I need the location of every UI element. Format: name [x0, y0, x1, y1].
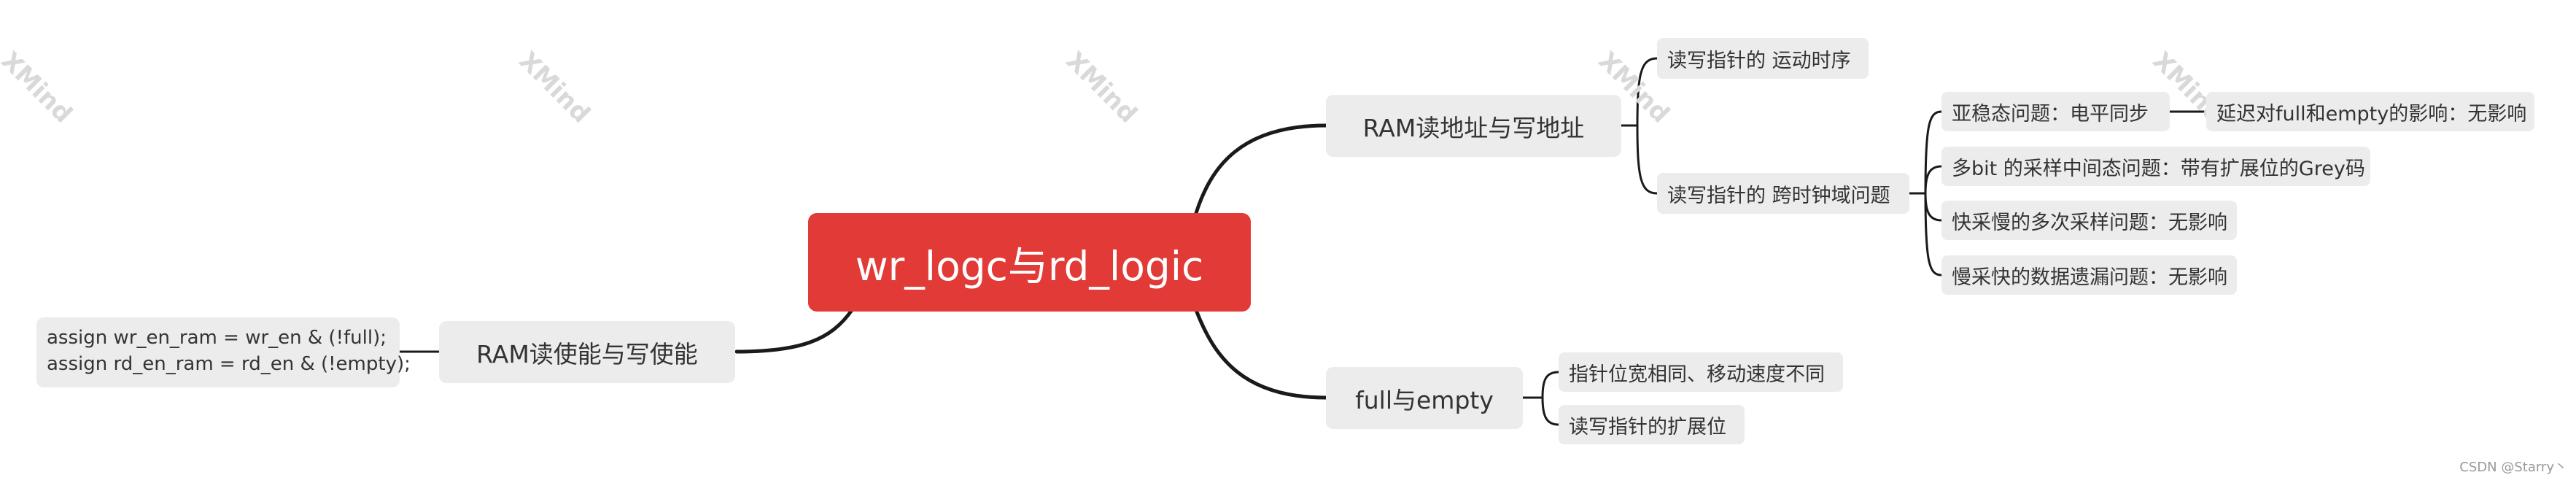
code-line-rd-en: assign rd_en_ram = rd_en & (!empty); — [47, 353, 411, 375]
topic-pointer-extension-bit[interactable]: 读写指针的扩展位 — [1559, 405, 1745, 444]
topic-grey-code[interactable]: 多bit 的采样中间态问题：带有扩展位的Grey码 — [1941, 147, 2370, 186]
topic-slow-sample-fast[interactable]: 慢采快的数据遗漏问题：无影响 — [1941, 255, 2237, 295]
connector-root-ram-enable — [734, 308, 854, 354]
code-note[interactable]: assign wr_en_ram = wr_en & (!full); assi… — [36, 317, 411, 387]
connector-addr-timing — [1636, 57, 1659, 127]
connector-cdc-item2 — [1924, 165, 1943, 195]
connector-cdc-item3 — [1924, 192, 1943, 222]
connector-cdc-item4 — [1924, 192, 1943, 277]
topic-pointer-width[interactable]: 指针位宽相同、移动速度不同 — [1559, 352, 1843, 392]
footer-credit: CSDN @Starry丶 — [2459, 460, 2567, 475]
topic-metastability[interactable]: 亚稳态问题：电平同步 — [1941, 92, 2170, 131]
connector-root-ram-addr — [1194, 123, 1328, 215]
code-line-wr-en: assign wr_en_ram = wr_en & (!full); — [47, 327, 387, 349]
topic-ram-address[interactable]: RAM读地址与写地址 — [1326, 95, 1621, 157]
topic-full-empty[interactable]: full与empty — [1326, 367, 1523, 429]
connector-root-full-empty — [1194, 308, 1328, 400]
topic-pointer-timing[interactable]: 读写指针的 运动时序 — [1657, 38, 1869, 79]
connector-addr-cdc — [1636, 124, 1659, 195]
connector-fe-item2 — [1541, 396, 1560, 426]
topic-pointer-cdc[interactable]: 读写指针的 跨时钟域问题 — [1657, 173, 1909, 214]
connector-cdc-item1 — [1924, 110, 1943, 195]
root-topic[interactable]: wr_logc与rd_logic — [808, 213, 1251, 312]
connector-fe-item1 — [1541, 371, 1560, 399]
topic-sync-delay-note[interactable]: 延迟对full和empty的影响：无影响 — [2206, 92, 2534, 131]
topic-ram-enable[interactable]: RAM读使能与写使能 — [439, 321, 735, 383]
topic-fast-sample-slow[interactable]: 快采慢的多次采样问题：无影响 — [1941, 201, 2237, 240]
